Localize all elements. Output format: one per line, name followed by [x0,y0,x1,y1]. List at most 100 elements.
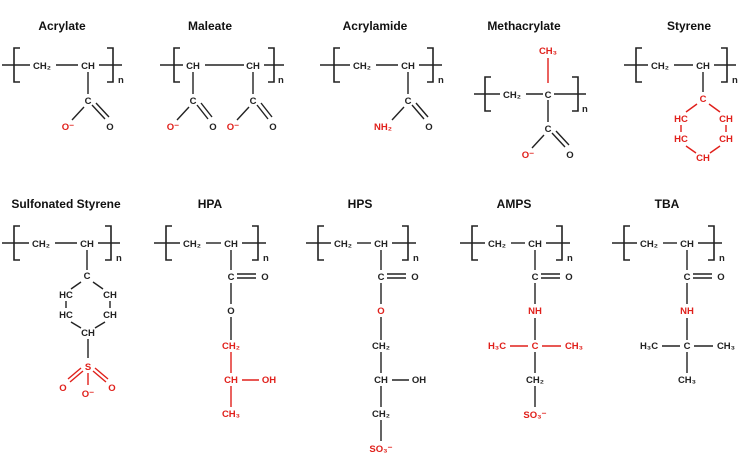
sulfonated-styrene-ch: CH [80,239,94,250]
amps-ch2-side: CH₂ [526,375,544,386]
acrylamide-c: C [405,96,412,107]
methacrylate-ch2: CH₂ [503,90,521,101]
styrene-ring-hc-1: HC [674,114,688,125]
tba-nh: NH [680,306,694,317]
hpa-ch2: CH₂ [183,239,201,250]
hpa-o-ester: O [227,306,234,317]
tba-ch3-right: CH₃ [717,341,735,352]
acrylate-ch2: CH₂ [33,61,51,72]
styrene-title: Styrene [667,19,711,33]
sulfonated-styrene-title: Sulfonated Styrene [11,197,121,211]
hps-structure: HPS CH₂ CH n C O O CH₂ CH OH CH₂ SO₃⁻ [306,197,426,455]
sulfonated-styrene-ch-3: CH [81,328,95,339]
acrylamide-n: n [438,75,444,86]
sulfonated-styrene-ch-1: CH [103,290,117,301]
sulfonated-styrene-ch2: CH₂ [32,239,50,250]
tba-ch3-bottom: CH₃ [678,375,696,386]
methacrylate-c: C [545,124,552,135]
acrylamide-o: O [425,122,432,133]
acrylamide-title: Acrylamide [343,19,408,33]
sulfonated-styrene-o-2: O [108,383,115,394]
sulfonated-styrene-structure: Sulfonated Styrene CH₂ CH n C HC CH HC C… [2,197,122,400]
styrene-ring-c: C [700,94,707,105]
amps-so3: SO₃⁻ [523,410,546,421]
amps-n: n [567,253,573,264]
maleate-ch-1: CH [186,61,200,72]
hps-so3: SO₃⁻ [369,444,392,455]
sulfonated-styrene-ring-c: C [84,271,91,282]
styrene-n: n [732,75,738,86]
amps-nh: NH [528,306,542,317]
maleate-structure: Maleate CH CH n C O⁻ O C O⁻ O [160,19,284,133]
tba-structure: TBA CH₂ CH n C O NH H₃C C CH₃ CH₃ [612,197,735,386]
acrylate-structure: Acrylate CH₂ CH n C O⁻ O [2,19,124,133]
sulfonated-styrene-hc-2: HC [59,310,73,321]
acrylamide-nh2: NH₂ [374,122,392,133]
methacrylate-ch3: CH₃ [539,46,557,57]
acrylate-n: n [118,75,124,86]
styrene-structure: Styrene CH₂ CH n C HC CH HC CH CH [624,19,738,164]
maleate-o-1: O [209,122,216,133]
tba-o: O [717,272,724,283]
amps-title: AMPS [497,197,532,211]
hps-title: HPS [348,197,373,211]
tba-ch: CH [680,239,694,250]
tba-h3c: H₃C [640,341,658,352]
amps-structure: AMPS CH₂ CH n C O NH H₃C C CH₃ CH₂ SO₃⁻ [460,197,583,421]
hps-ch2: CH₂ [334,239,352,250]
styrene-ch2: CH₂ [651,61,669,72]
hpa-ch: CH [224,239,238,250]
hpa-title: HPA [198,197,223,211]
hpa-ch3: CH₃ [222,409,240,420]
sulfonated-styrene-ch-2: CH [103,310,117,321]
sulfonated-styrene-o-minus: O⁻ [82,389,94,400]
hpa-ch2-side: CH₂ [222,341,240,352]
hps-o-ester: O [377,306,384,317]
amps-c: C [532,272,539,283]
acrylate-o-minus: O⁻ [62,122,74,133]
hpa-o-carbonyl: O [261,272,268,283]
tba-c: C [684,272,691,283]
maleate-c-1: C [190,96,197,107]
methacrylate-o-minus: O⁻ [522,150,534,161]
hps-n: n [413,253,419,264]
tba-title: TBA [655,197,680,211]
styrene-ring-hc-2: HC [674,134,688,145]
maleate-title: Maleate [188,19,232,33]
maleate-ch-2: CH [246,61,260,72]
amps-ch: CH [528,239,542,250]
maleate-o-minus-2: O⁻ [227,122,239,133]
acrylate-o: O [106,122,113,133]
styrene-ch: CH [696,61,710,72]
tba-n: n [719,253,725,264]
sulfonated-styrene-n: n [116,253,122,264]
styrene-ring-ch-2: CH [719,134,733,145]
methacrylate-structure: Methacrylate CH₃ CH₂ C n C O⁻ O [474,19,588,161]
methacrylate-o: O [566,150,573,161]
sulfonated-styrene-o-1: O [59,383,66,394]
sulfonated-styrene-hc-1: HC [59,290,73,301]
hpa-n: n [263,253,269,264]
hps-ch2-side-2: CH₂ [372,409,390,420]
acrylamide-ch2: CH₂ [353,61,371,72]
acrylate-ch: CH [81,61,95,72]
methacrylate-n: n [582,104,588,115]
hpa-c: C [228,272,235,283]
hps-ch-side: CH [374,375,388,386]
amps-h3c: H₃C [488,341,506,352]
tba-ch2: CH₂ [640,239,658,250]
maleate-c-2: C [250,96,257,107]
acrylate-title: Acrylate [38,19,86,33]
amps-c-quaternary: C [532,341,539,352]
hps-oh: OH [412,375,426,386]
hps-ch2-side-1: CH₂ [372,341,390,352]
amps-o: O [565,272,572,283]
tba-c-quaternary: C [684,341,691,352]
maleate-o-2: O [269,122,276,133]
amps-ch2: CH₂ [488,239,506,250]
hps-o-carbonyl: O [411,272,418,283]
maleate-n: n [278,75,284,86]
sulfonated-styrene-s: S [85,362,91,373]
